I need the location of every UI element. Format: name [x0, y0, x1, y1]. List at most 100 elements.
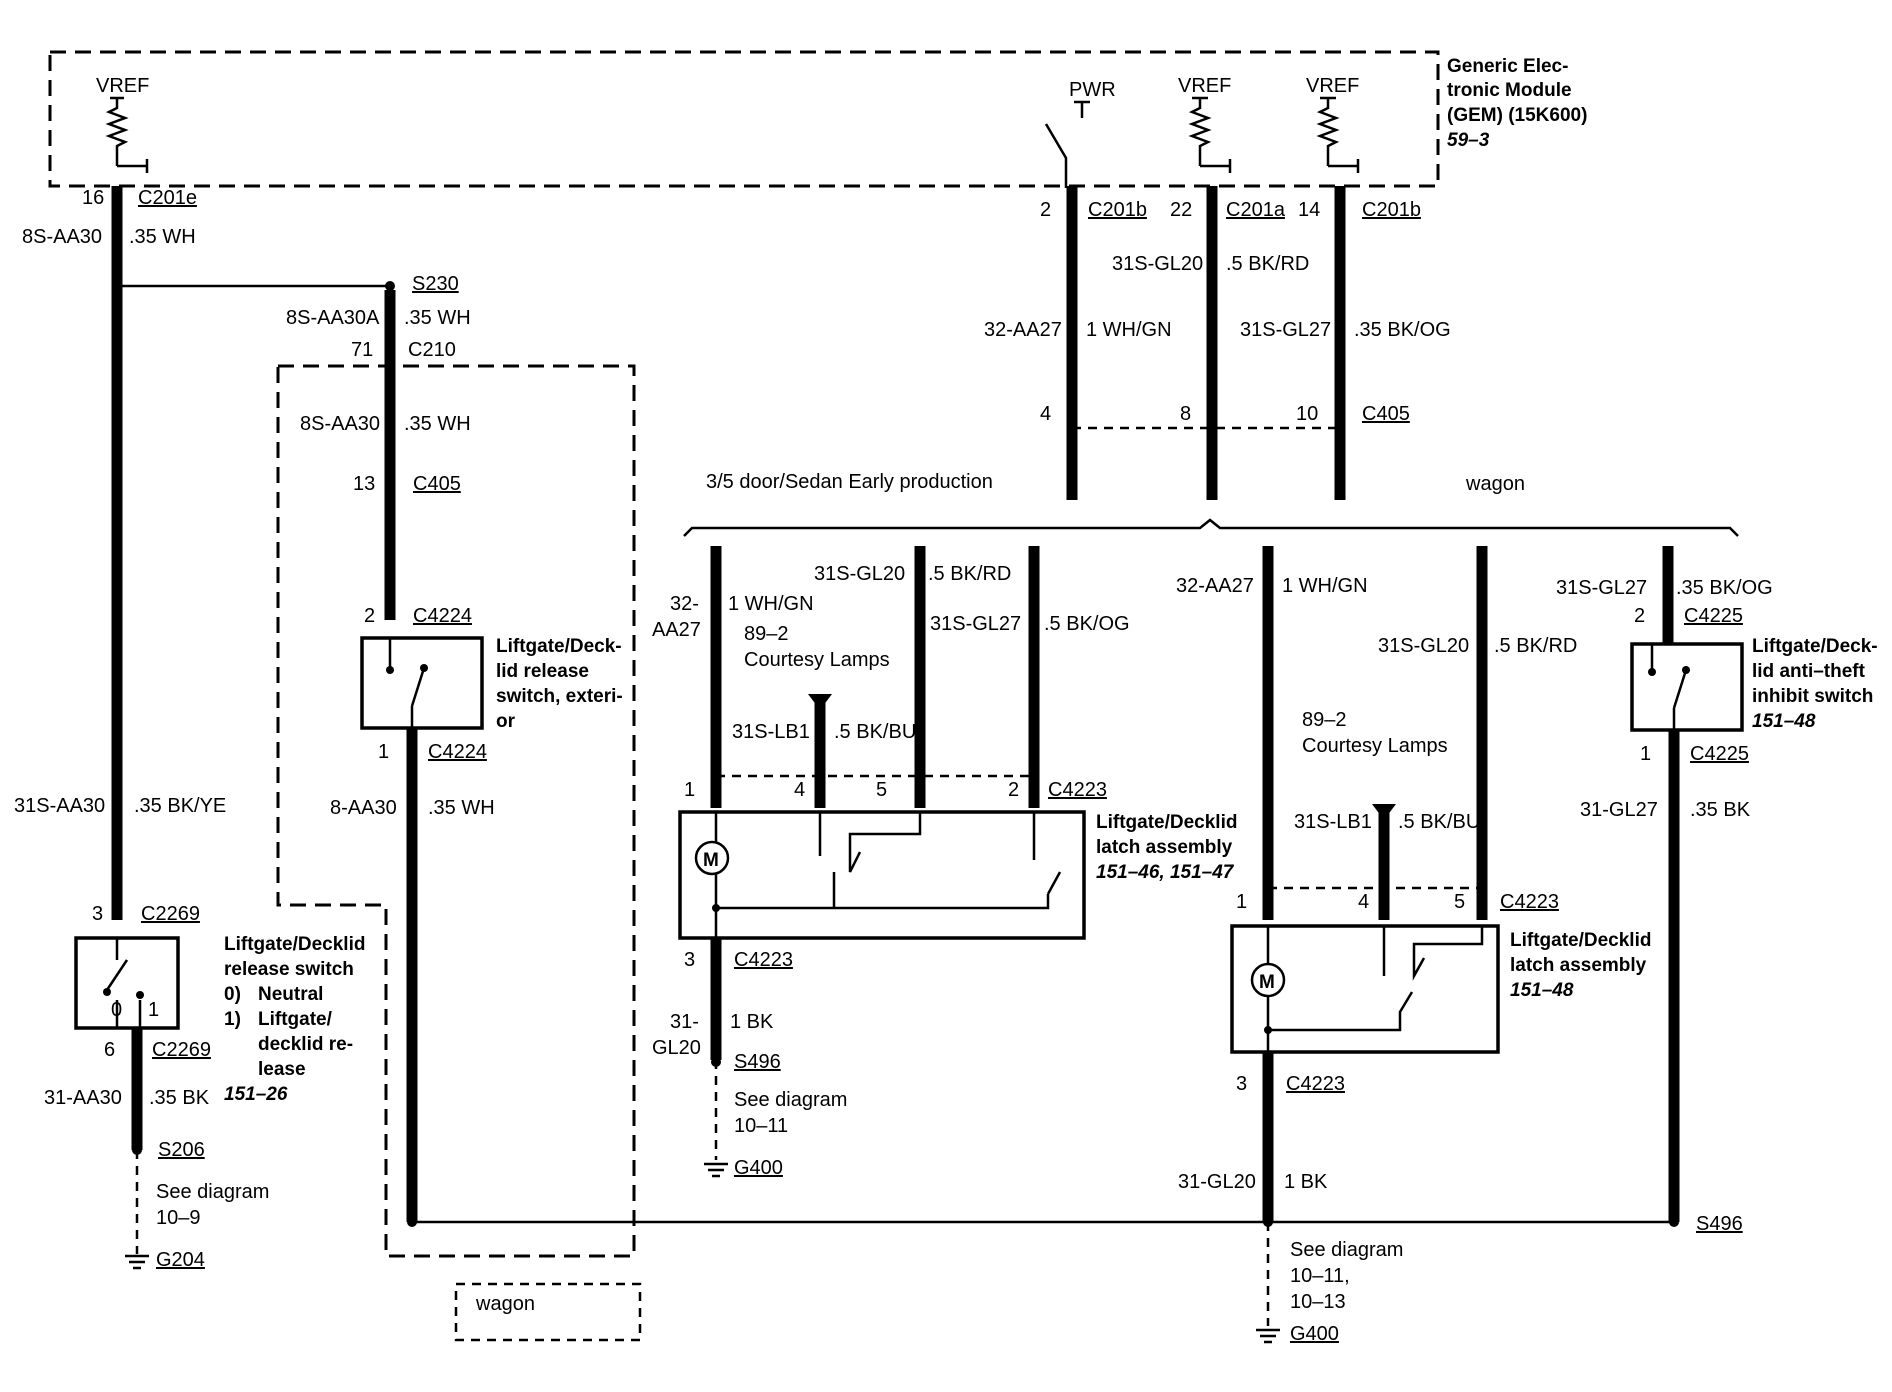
conn-c405-left: C405 [413, 473, 461, 495]
sedan-latch-box [678, 810, 1086, 940]
conn-c201b-1: C201b [1088, 199, 1147, 221]
vref-label-right: VREF [1306, 75, 1359, 97]
wire-spec-1whgn-top: 1 WH/GN [1086, 319, 1172, 341]
wagon-pin-4: 4 [1358, 891, 1369, 913]
conn-c4224-top: C4224 [413, 605, 472, 627]
wire-spec-35wh-c: .35 WH [404, 413, 471, 435]
sedan-splice-s496 [711, 1057, 721, 1067]
switch-pos-1: 1 [148, 999, 159, 1021]
wagon-conn-c4223-top: C4223 [1500, 891, 1559, 913]
right-conn-c4225-top: C4225 [1684, 605, 1743, 627]
wagon-courtesy-2: Courtesy Lamps [1302, 735, 1448, 757]
wagon-gnd-code: 31-GL20 [1178, 1171, 1256, 1193]
sedan-gl27-code: 31S-GL27 [930, 613, 1021, 635]
sedan-latch-internal [714, 812, 1062, 938]
wire-code-8s-aa30a: 8S-AA30A [286, 307, 380, 329]
conn-c210: C210 [408, 339, 456, 361]
wire-spec-35wh-a: .35 WH [404, 307, 471, 329]
wagon-aa27-code: 32-AA27 [1176, 575, 1254, 597]
wagon-latch-box [1230, 924, 1500, 1054]
see-diagram-left-2: 10–9 [156, 1207, 201, 1229]
state-0-label: Neutral [258, 984, 323, 1005]
wagon-boundary [276, 364, 636, 1258]
wire-spec-35bkye: .35 BK/YE [134, 795, 226, 817]
wagon-conn-c4223-bottom: C4223 [1286, 1073, 1345, 1095]
anti-theft-switch-contact [1682, 666, 1690, 674]
wire-code-31s-gl27-top: 31S-GL27 [1240, 319, 1331, 341]
anti-theft-title-2: lid anti–theft [1752, 661, 1866, 682]
vref-label-left: VREF [96, 75, 149, 97]
release-switch-box [74, 936, 180, 1030]
anti-theft-ref: 151–48 [1752, 711, 1816, 732]
wagon-gl20-spec: .5 BK/RD [1494, 635, 1577, 657]
switch-pole-0 [103, 988, 111, 996]
sedan-pin-5: 5 [876, 779, 887, 801]
wagon-courtesy-1: 89–2 [1302, 709, 1347, 731]
release-switch-ref: 151–26 [224, 1084, 288, 1105]
splice-s230 [385, 281, 395, 291]
conn-c201b-2: C201b [1362, 199, 1421, 221]
pin-6: 6 [104, 1039, 115, 1061]
exterior-switch-title-2: lid release [496, 661, 589, 682]
ground-icon-g400-sedan [704, 1162, 728, 1178]
right-wire-spec: .35 BK [1690, 799, 1751, 821]
sedan-aa27-code-1: 32- [670, 593, 699, 615]
wagon-aa27-spec: 1 WH/GN [1282, 575, 1368, 597]
wagon-ground-label-g400: G400 [1290, 1323, 1339, 1345]
wire-spec-35wh-d: .35 WH [428, 797, 495, 819]
sedan-courtesy-2: Courtesy Lamps [744, 649, 890, 671]
wire-spec-35bk: .35 BK [149, 1087, 210, 1109]
sedan-lb1-code: 31S-LB1 [732, 721, 810, 743]
pin-10-c405: 10 [1296, 403, 1318, 425]
sedan-latch-title-1: Liftgate/Decklid [1096, 812, 1237, 833]
wagon-legend-label: wagon [475, 1293, 535, 1315]
sedan-see-1: See diagram [734, 1089, 847, 1111]
release-switch-title-1: Liftgate/Decklid [224, 934, 365, 955]
sedan-motor-label: M [703, 850, 719, 871]
sedan-gnd-spec: 1 BK [730, 1011, 774, 1033]
wagon-splice-node [1263, 1217, 1273, 1227]
exterior-switch-box [360, 636, 484, 730]
pin-13: 13 [353, 473, 375, 495]
sedan-lb1-spec: .5 BK/BU [834, 721, 916, 743]
right-conn-c4225-bottom: C4225 [1690, 743, 1749, 765]
wagon-latch-title-2: latch assembly [1510, 955, 1647, 976]
right-column: 31S-GL27 .35 BK/OG 2 C4225 Liftgate/Deck… [1556, 546, 1878, 1235]
sedan-conn-c4223-bottom: C4223 [734, 949, 793, 971]
wagon-pin-5: 5 [1454, 891, 1465, 913]
wire-spec-35wh: .35 WH [129, 226, 196, 248]
wagon-see-3: 10–13 [1290, 1291, 1346, 1313]
wire-spec-5bkrd-top: .5 BK/RD [1226, 253, 1309, 275]
wagon-see-1: See diagram [1290, 1239, 1403, 1261]
wire-code-31s-aa30: 31S-AA30 [14, 795, 105, 817]
wagon-motor-label: M [1259, 972, 1275, 993]
wagon-latch-group: 32-AA27 1 WH/GN 31S-GL20 .5 BK/RD 89–2 C… [1176, 546, 1651, 1345]
sedan-gl27-spec: .5 BK/OG [1044, 613, 1130, 635]
exterior-switch-contact [420, 664, 428, 672]
pin-3: 3 [92, 903, 103, 925]
anti-theft-switch-box [1630, 642, 1744, 732]
pin-2-gem: 2 [1040, 199, 1051, 221]
pin-16: 16 [82, 187, 104, 209]
splice-label-s230: S230 [412, 273, 459, 295]
branch-brace [683, 518, 1739, 537]
pin-8-c405: 8 [1180, 403, 1191, 425]
conn-c201a: C201a [1226, 199, 1286, 221]
state-1-line-1: Liftgate/ [258, 1009, 333, 1030]
sedan-aa27-code-2: AA27 [652, 619, 701, 641]
wire-code-8s-aa30-c: 8S-AA30 [300, 413, 380, 435]
wire-code-31-aa30: 31-AA30 [44, 1087, 122, 1109]
sedan-gl20-code: 31S-GL20 [814, 563, 905, 585]
right-splice-label-s496: S496 [1696, 1213, 1743, 1235]
exterior-switch-title-3: switch, exteri- [496, 686, 623, 707]
gem-output-wires: 2 C201b 22 C201a 14 C201b 31S-GL20 .5 BK… [683, 186, 1739, 537]
ground-icon-g204 [125, 1254, 149, 1270]
right-gl27-code: 31S-GL27 [1556, 577, 1647, 599]
sedan-aa27-spec: 1 WH/GN [728, 593, 814, 615]
sedan-courtesy-1: 89–2 [744, 623, 789, 645]
sedan-latch-title-2: latch assembly [1096, 837, 1233, 858]
gem-title-1: Generic Elec- [1447, 56, 1568, 77]
sedan-motor-icon [694, 840, 730, 876]
vref-resistor-mid [1188, 96, 1232, 173]
